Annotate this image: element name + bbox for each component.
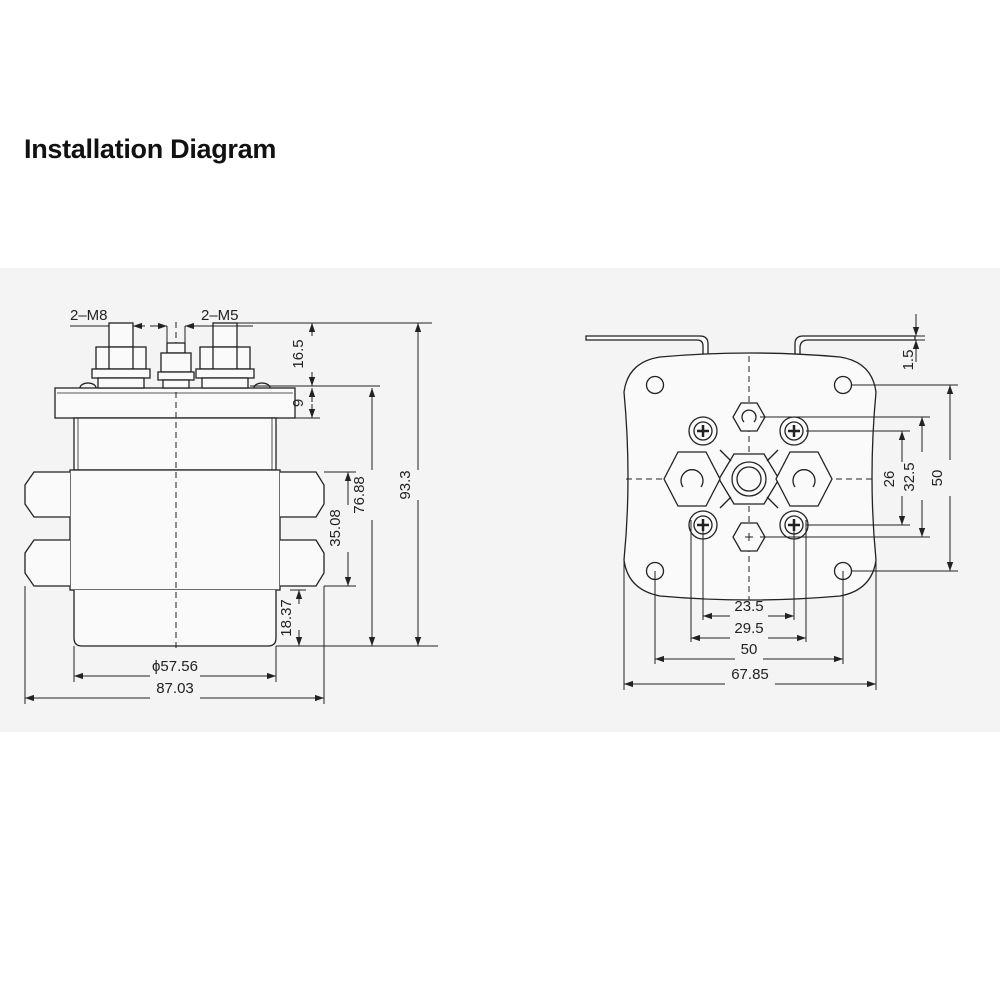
dim-body-height: 76.88 (351, 476, 368, 514)
dim-terminal-height: 16.5 (290, 339, 307, 368)
dim-plate-thickness: 9 (290, 399, 307, 407)
left-bracket-upper (24, 471, 70, 518)
label-main-terminals: 2–M8 (70, 307, 108, 324)
top-view (585, 335, 916, 601)
dim-hole-spacing-small: 26 (881, 471, 898, 488)
left-m8-terminal (91, 322, 151, 389)
dim-total-height: 93.3 (397, 470, 414, 499)
upper-body (73, 417, 277, 471)
top-plate-edge (585, 335, 709, 358)
page-title: Installation Diagram (24, 134, 277, 164)
dim-base-height: 18.37 (278, 599, 295, 637)
dim-mount-spacing-h: 50 (741, 641, 758, 658)
dim-hole-spacing-23: 23.5 (734, 598, 763, 615)
left-main-terminal (663, 451, 721, 507)
left-bracket-lower (24, 539, 70, 587)
right-m8-terminal (195, 322, 255, 389)
bracket-band (69, 469, 281, 591)
dim-hole-spacing-29: 29.5 (734, 620, 763, 637)
label-coil-terminals: 2–M5 (201, 307, 239, 324)
dim-diameter: ϕ57.56 (152, 658, 198, 675)
dim-plate-offset: 1.5 (900, 350, 917, 371)
dim-mount-spacing-v: 50 (929, 470, 946, 487)
right-bracket-lower (280, 539, 325, 587)
mount-hole-tl (645, 375, 665, 395)
dim-bracket-height: 35.08 (327, 509, 344, 547)
upper-coil-terminal (732, 402, 766, 432)
mount-hole-tr (833, 375, 853, 395)
right-main-terminal (775, 451, 833, 507)
mounting-plate (54, 387, 296, 419)
screw-tl (688, 416, 718, 446)
side-view (24, 322, 325, 652)
dim-hole-spacing-mid: 32.5 (901, 462, 918, 491)
dim-overall-width-top: 67.85 (731, 666, 769, 683)
right-bracket-upper (280, 471, 325, 518)
dim-overall-width-side: 87.03 (156, 680, 194, 697)
center-m5-terminal (157, 342, 195, 389)
top-dimensions (623, 314, 958, 690)
side-dimensions (24, 322, 438, 704)
base-cup (73, 590, 277, 647)
screw-tr (779, 416, 809, 446)
